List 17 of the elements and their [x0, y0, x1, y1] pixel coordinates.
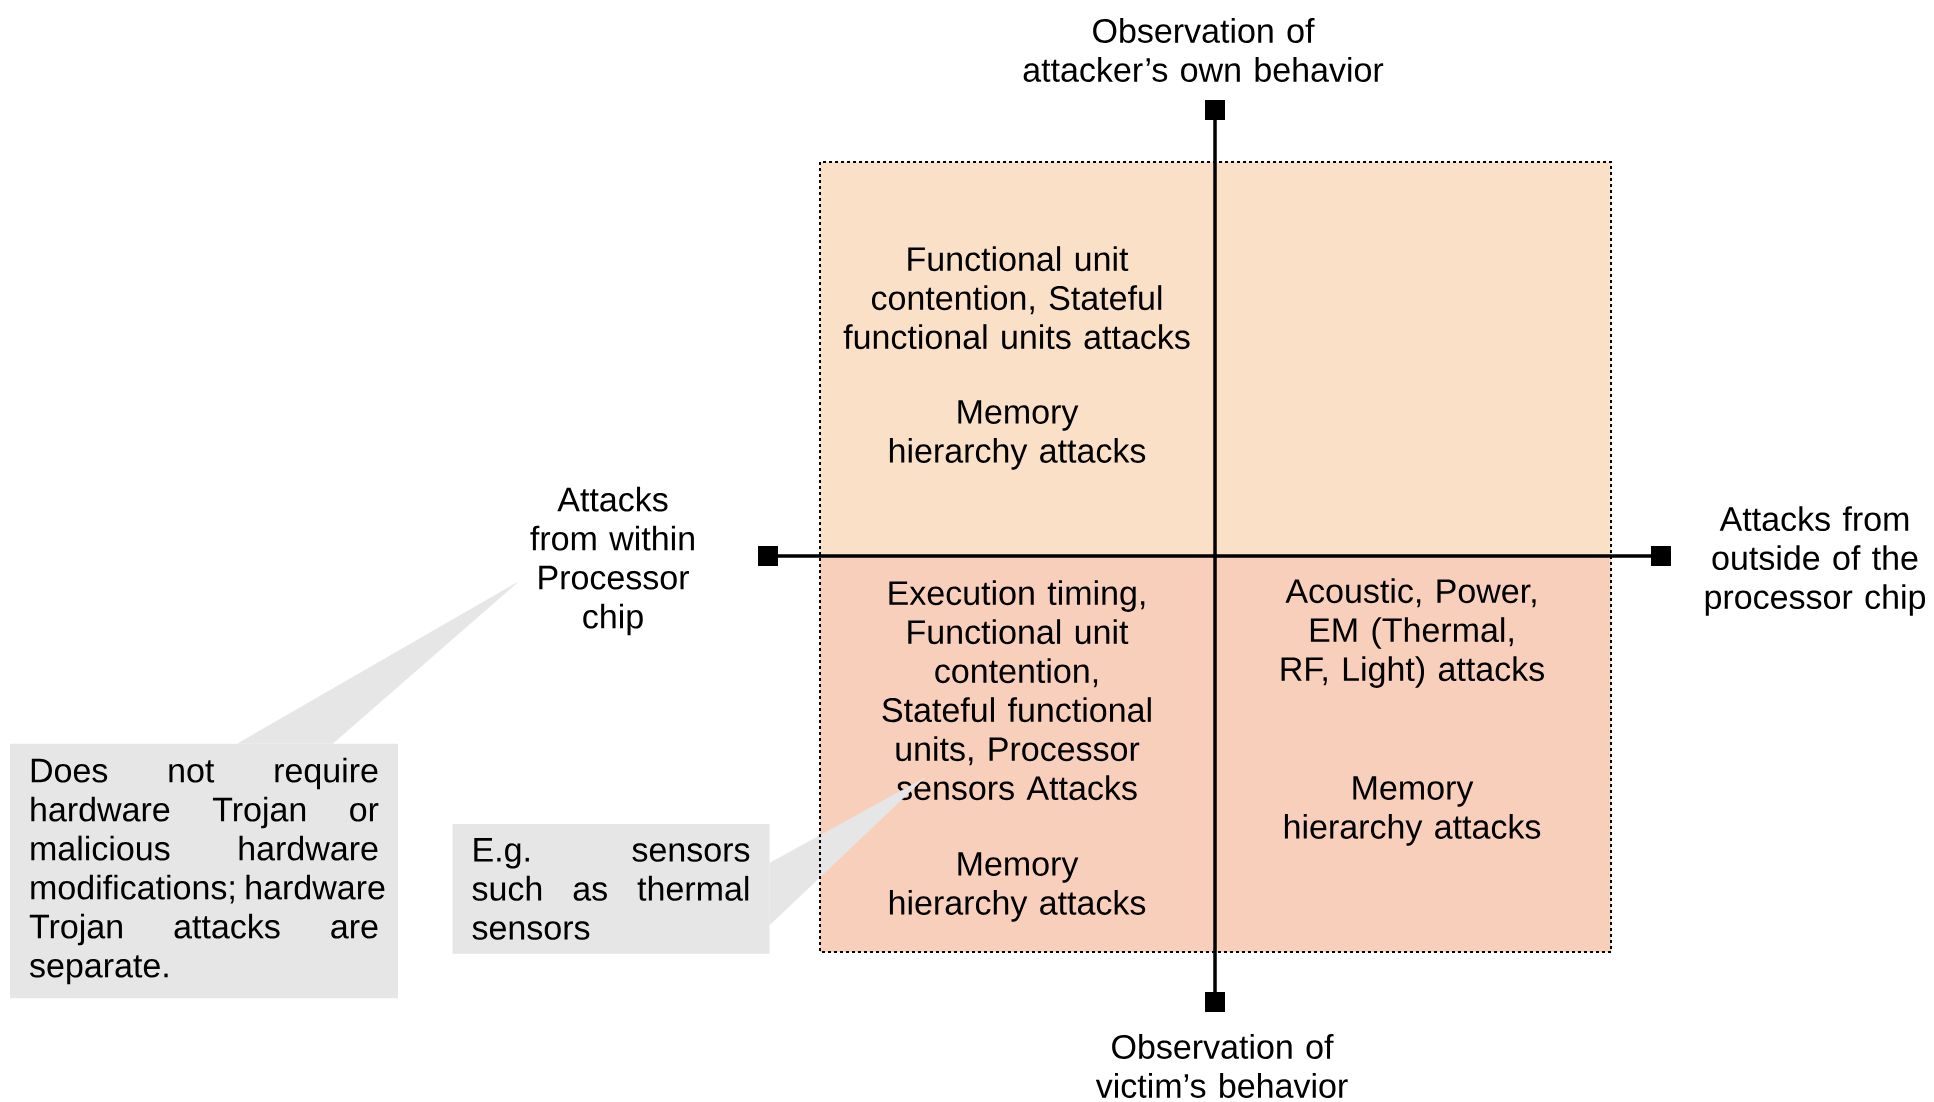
quadrant-box — [1215, 556, 1611, 952]
quadrant-text: Memory hierarchy attacks — [889, 400, 1146, 470]
quadrant-text: Memory hierarchy attacks — [889, 852, 1146, 922]
callout-pointer — [237, 581, 519, 744]
quadrant-box — [1215, 162, 1611, 556]
callout-pointer — [769, 777, 925, 926]
quadrant-box — [820, 556, 1215, 952]
quadrant-box — [820, 162, 1215, 556]
axis-label: Observation of victim’s behavior — [1095, 1034, 1348, 1098]
quadrant-text: Memory hierarchy attacks — [1284, 776, 1541, 846]
axis-label: Observation of attacker’s own behavior — [1023, 18, 1384, 82]
callout-box: E.g. sensors such as thermal sensors — [452, 824, 770, 954]
axis-label: Attacks from within Processor chip — [530, 486, 694, 636]
quadrant-text: Acoustic, Power, EM (Thermal, RF, Light) attacks — [1281, 578, 1544, 688]
axis-label: Attacks from outside of the processor chip — [1705, 506, 1926, 616]
quadrant-text: Execution timing, Functional unit contention, Stateful functional units, Processor sensors Attacks — [882, 580, 1151, 801]
quadrant-text: Functional unit contention, Stateful functional units attacks — [843, 246, 1190, 350]
